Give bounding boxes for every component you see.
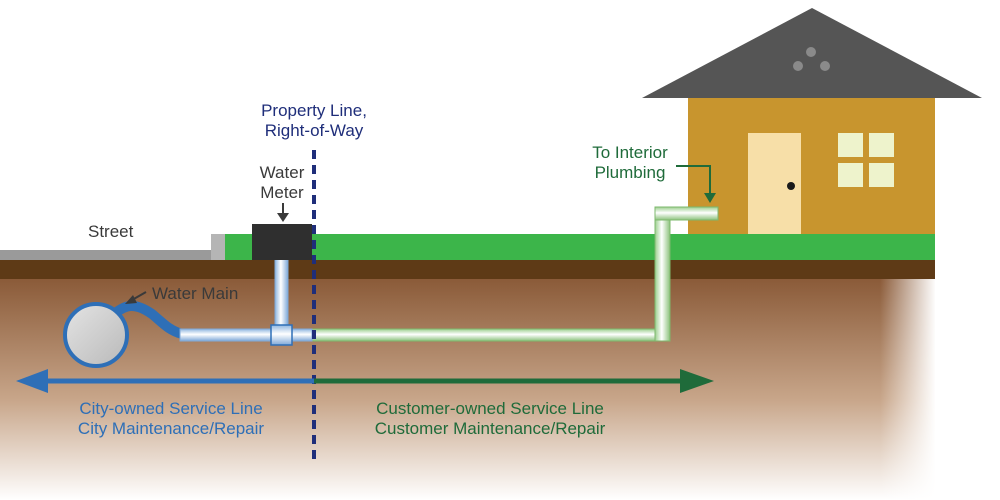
customer-service-arrow (314, 369, 714, 393)
roof-vent-dot (806, 47, 816, 57)
window-pane (838, 163, 863, 187)
soil-edge-fade (880, 278, 936, 500)
roof-vent-dot (820, 61, 830, 71)
city-line-label: City-owned Service Line City Maintenance… (77, 399, 265, 439)
to-interior-label: To Interior Plumbing (592, 143, 668, 183)
street-curb (211, 234, 225, 260)
window-pane (869, 133, 894, 157)
water-main-connector (107, 301, 187, 339)
topsoil-layer (0, 260, 935, 279)
water-main (63, 302, 129, 368)
lawn-grass (225, 234, 935, 260)
meter-pointer-arrow (277, 203, 289, 222)
customer-line-label: Customer-owned Service Line Customer Mai… (374, 399, 606, 439)
house (642, 8, 982, 234)
window-pane (869, 163, 894, 187)
city-service-arrow (16, 369, 314, 393)
street-road (0, 250, 212, 260)
water-main-pointer-arrow (125, 291, 147, 304)
window-pane (838, 133, 863, 157)
interior-pointer-arrow (676, 165, 716, 203)
roof-vent-dot (793, 61, 803, 71)
water-meter-box (252, 224, 312, 260)
door-knob (787, 182, 795, 190)
water-main-label: Water Main (152, 284, 239, 303)
street-label: Street (88, 222, 134, 241)
customer-pipe (309, 206, 719, 342)
water-meter-label: Water Meter (259, 163, 305, 203)
pipe-tee-fitting (270, 324, 293, 346)
property-line-label: Property Line, Right-of-Way (261, 101, 367, 141)
house-wall (688, 97, 935, 234)
